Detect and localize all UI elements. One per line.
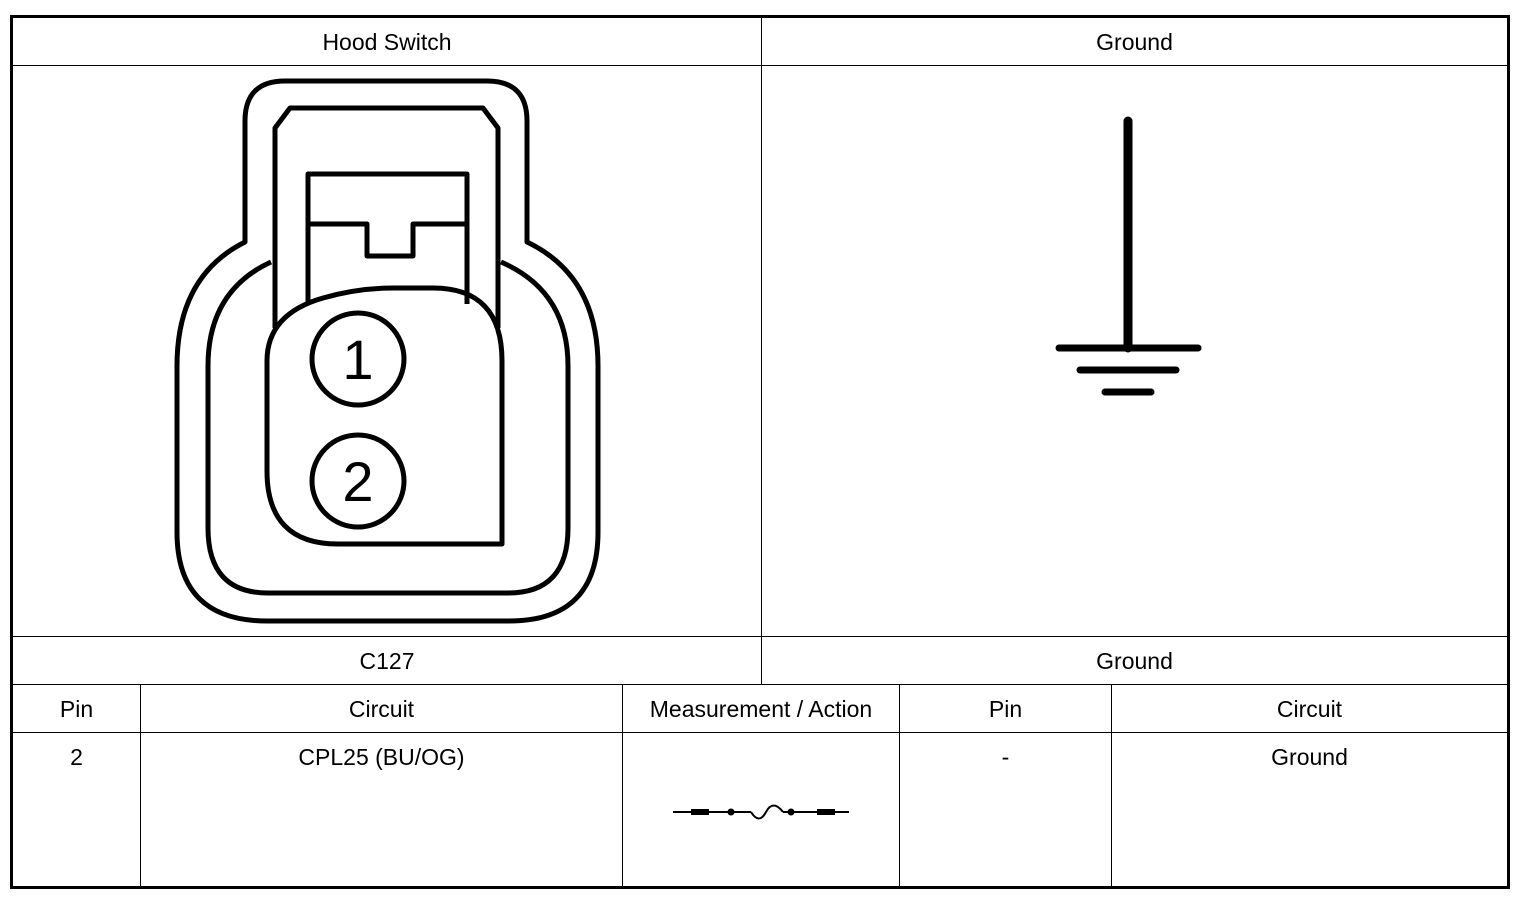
- connector-lock-notch: [308, 221, 467, 259]
- divider-table-header-bottom: [13, 732, 1507, 733]
- row-circuit-a: CPL25 (BU/OG): [298, 744, 465, 770]
- divider-col-circuit-a: [622, 684, 623, 886]
- header-circuit-a: Circuit: [348, 696, 415, 722]
- connector-lock-tab: [272, 105, 501, 328]
- right-panel-title: Ground: [1096, 29, 1173, 55]
- ground-symbol-icon: [1055, 116, 1202, 396]
- pin-2-circle: [309, 432, 407, 530]
- pin-1-label: 1: [342, 328, 373, 391]
- left-panel-title: Hood Switch: [322, 29, 452, 55]
- divider-col-measurement: [899, 684, 900, 886]
- connector-housing-outer: [174, 78, 601, 624]
- pinout-table-frame: Hood Switch Ground 1 2 C1: [10, 15, 1510, 889]
- divider-col-pin-b: [1111, 684, 1112, 886]
- row-pin-b: -: [1001, 744, 1010, 770]
- divider-header-bottom: [13, 65, 1507, 66]
- connector-face-icon: 1 2: [174, 78, 601, 624]
- connector-housing-inner: [205, 259, 571, 596]
- pin-1-circle: [309, 310, 407, 408]
- header-circuit-b: Circuit: [1276, 696, 1343, 722]
- divider-col-pin-a: [140, 684, 141, 886]
- divider-diagram-bottom: [13, 636, 1507, 637]
- left-connector-id: C127: [359, 648, 415, 674]
- header-pin-b: Pin: [988, 696, 1023, 722]
- pin-2-label: 2: [342, 450, 373, 513]
- continuity-wire-icon: [673, 804, 849, 820]
- header-pin-a: Pin: [59, 696, 94, 722]
- header-measurement: Measurement / Action: [649, 696, 873, 722]
- row-pin-a: 2: [70, 744, 83, 770]
- divider-center: [761, 18, 762, 684]
- row-circuit-b: Ground: [1271, 744, 1348, 770]
- divider-connector-id-bottom: [13, 684, 1507, 685]
- right-connector-id: Ground: [1096, 648, 1173, 674]
- connector-pin-insert: [264, 285, 505, 547]
- connector-lock-window: [305, 171, 470, 304]
